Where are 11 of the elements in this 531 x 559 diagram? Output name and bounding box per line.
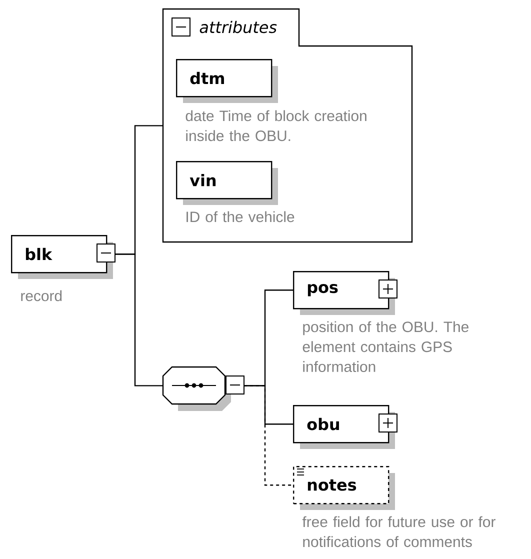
connector-line: [115, 254, 163, 386]
description-text: position of the OBU. The element contains GPS information: [302, 321, 468, 372]
description-text: date Time of block creation inside the OBU.: [186, 110, 366, 142]
element-box: dtm: [176, 59, 278, 103]
connector-line: [244, 385, 293, 425]
description-text: ID of the vehicle: [186, 211, 294, 222]
description-text: free field for future use or for notifications of comments: [302, 516, 496, 548]
element-box: blk: [11, 235, 113, 279]
description-text: record: [21, 290, 62, 302]
element-box: vin: [176, 161, 278, 205]
connector-line: [244, 385, 293, 486]
